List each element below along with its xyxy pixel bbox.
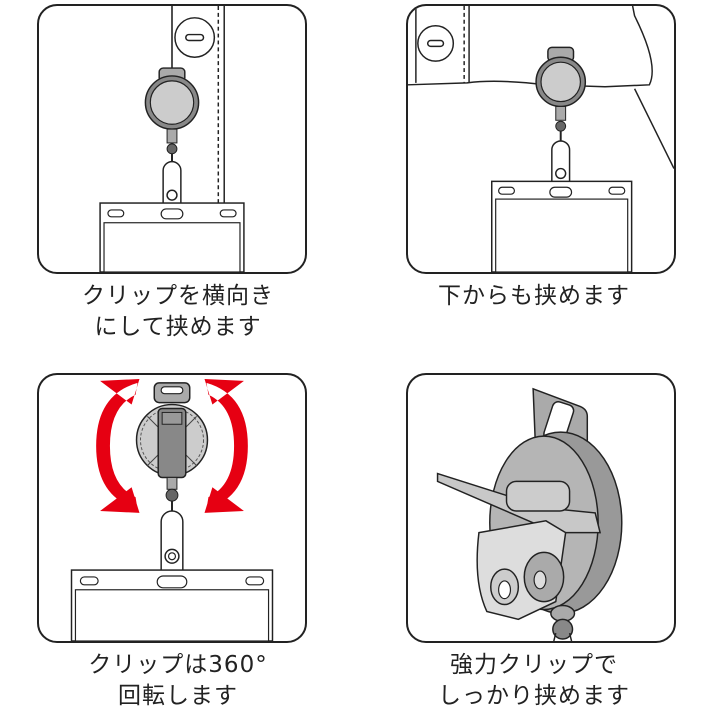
badge-reel-sideways-illustration <box>99 6 245 272</box>
caption-clip-rotates: クリップは360° 回転します <box>0 650 356 712</box>
caption-line: 回転します <box>118 683 238 709</box>
illustration-strong-clip <box>406 373 676 643</box>
caption-clip-from-below: 下からも挟めます <box>356 281 712 312</box>
illustration-clip-sideways <box>37 4 307 274</box>
strong-clip-closeup-illustration <box>436 387 623 641</box>
caption-clip-sideways: クリップを横向き にして挟めます <box>0 281 356 343</box>
illustration-clip-from-below <box>406 4 676 274</box>
rotate-arrow-left-icon <box>96 378 140 513</box>
caption-line: クリップは360° <box>88 652 268 678</box>
caption-line: 強力クリップで <box>450 652 618 678</box>
illustration-clip-rotates <box>37 373 307 643</box>
caption-line: しっかり挟めます <box>438 683 630 709</box>
caption-strong-clip: 強力クリップで しっかり挟めます <box>356 650 712 712</box>
caption-line: にして挟めます <box>94 314 262 340</box>
badge-reel-pocket-illustration <box>408 6 674 272</box>
caption-line: 下からも挟めます <box>438 283 630 309</box>
rotating-clip-illustration <box>70 378 274 641</box>
rotate-arrow-right-icon <box>204 378 248 513</box>
caption-line: クリップを横向き <box>82 283 274 309</box>
